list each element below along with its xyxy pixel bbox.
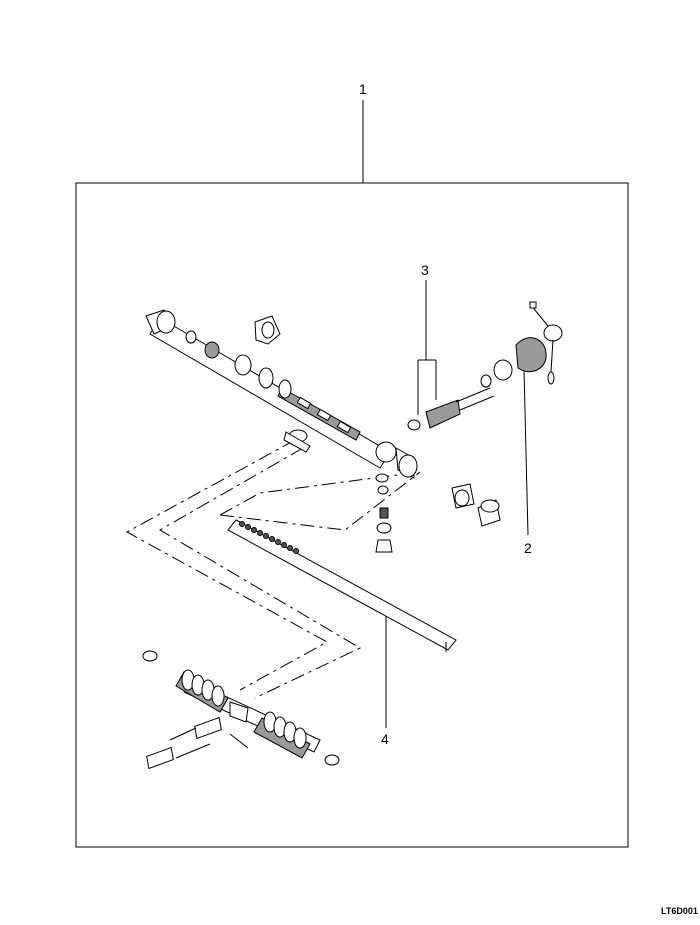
tie-rod-end <box>515 301 563 385</box>
right-clamp <box>451 483 501 527</box>
rack-bar <box>227 519 457 652</box>
callout-3: 3 <box>421 262 429 278</box>
mount-clamp-upper <box>254 315 281 345</box>
callout-1: 1 <box>359 81 367 97</box>
mount-plates <box>146 716 249 770</box>
adjuster-stack <box>375 473 393 553</box>
left-end-cap <box>145 309 220 359</box>
diagram-code: LT6D001 <box>661 906 698 916</box>
rack-plane <box>219 471 421 531</box>
kit-frame <box>75 182 629 848</box>
assembly-dash-path <box>125 439 362 699</box>
callout-3-leader <box>417 280 437 415</box>
rack-teeth <box>239 521 299 554</box>
lower-housing <box>142 650 340 766</box>
callout-4: 4 <box>381 731 389 747</box>
callout-2-leader <box>523 369 529 536</box>
pinion-gear <box>407 359 513 431</box>
housing-right-end <box>283 429 418 479</box>
callout-2: 2 <box>524 540 532 556</box>
